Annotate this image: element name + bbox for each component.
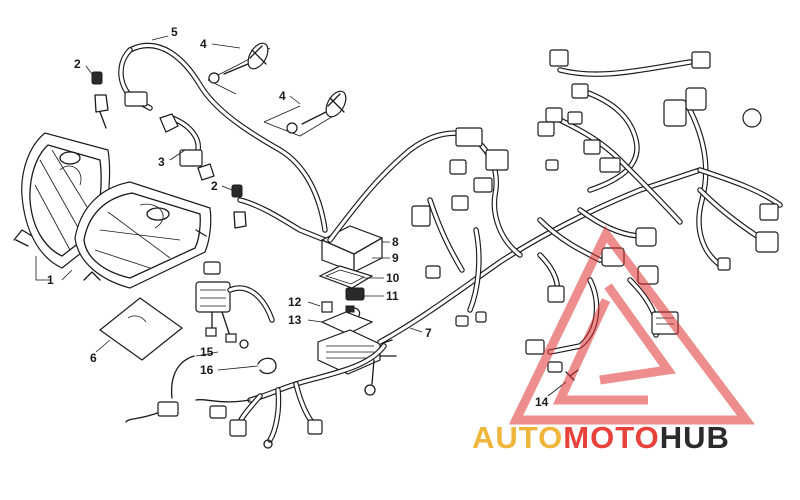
watermark-logo: AUTOMOTOHUB xyxy=(472,225,756,455)
callout-14: 14 xyxy=(535,395,549,409)
connector-upper-harness xyxy=(124,91,203,167)
leader-13 xyxy=(307,319,323,323)
bulb-socket-upper xyxy=(91,71,109,129)
bulb-socket-lower xyxy=(231,184,247,229)
callout-8: 8 xyxy=(392,235,399,249)
watermark-auto: AUTO xyxy=(472,420,563,455)
callout-10: 10 xyxy=(386,271,400,285)
fuse-small xyxy=(321,301,355,313)
leader-1 xyxy=(35,256,73,281)
leader-4a xyxy=(211,43,241,49)
watermark-moto: MOTO xyxy=(563,420,659,455)
callout-2a: 2 xyxy=(74,57,81,71)
leader-12 xyxy=(307,301,321,307)
callout-15: 15 xyxy=(200,345,214,359)
callout-16: 16 xyxy=(200,363,214,377)
leader-5 xyxy=(151,35,169,41)
callout-7: 7 xyxy=(425,326,432,340)
headlight-right xyxy=(74,181,212,289)
callout-3: 3 xyxy=(158,155,165,169)
headlight-bulb xyxy=(159,113,215,181)
harness-connectors xyxy=(411,49,779,373)
callout-9: 9 xyxy=(392,251,399,265)
cable-tie-16 xyxy=(257,357,277,375)
callout-12: 12 xyxy=(288,295,302,309)
callout-6: 6 xyxy=(90,351,97,365)
harness-cable-15 xyxy=(125,355,323,449)
leader-7 xyxy=(409,327,423,333)
main-harness xyxy=(327,59,783,355)
callout-1: 1 xyxy=(47,273,54,287)
leader-15 xyxy=(195,351,219,357)
callout-2b: 2 xyxy=(211,179,218,193)
callout-4b: 4 xyxy=(279,89,286,103)
adjuster-knob-lower xyxy=(263,90,347,137)
callout-11: 11 xyxy=(386,289,399,303)
adjuster-knob-upper xyxy=(207,42,271,95)
connector-bundle-left xyxy=(195,261,275,349)
leader-4b xyxy=(289,95,301,105)
fuse-box-cover xyxy=(321,225,383,273)
relay xyxy=(345,287,365,301)
leader-2b xyxy=(221,185,233,191)
svg-text:AUTOMOTOHUB: AUTOMOTOHUB xyxy=(472,420,730,455)
leader-3 xyxy=(169,149,186,161)
leader-2a xyxy=(85,65,93,75)
fuse-box-gasket xyxy=(318,265,374,289)
decal-sheet xyxy=(95,297,183,361)
leader-16 xyxy=(217,365,259,371)
callout-13: 13 xyxy=(288,313,302,327)
callout-5: 5 xyxy=(171,25,178,39)
fuse-panel-plate xyxy=(320,311,374,335)
callout-4a: 4 xyxy=(200,37,207,51)
watermark-hub: HUB xyxy=(660,420,730,455)
